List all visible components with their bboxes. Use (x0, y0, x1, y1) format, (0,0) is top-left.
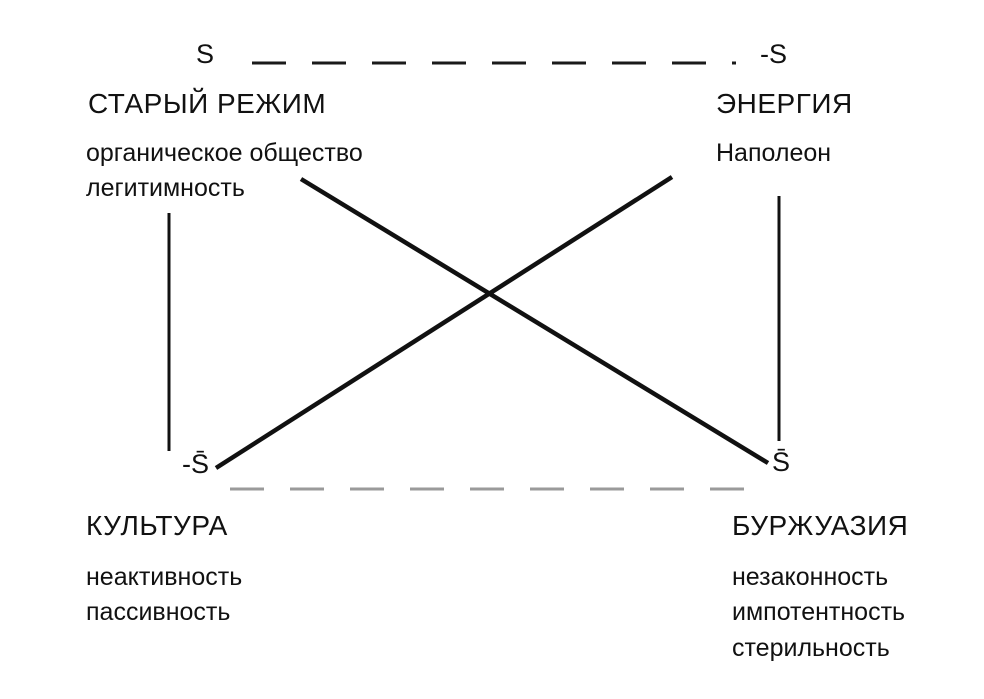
bottom-right-symbol: S̄ (772, 447, 791, 477)
bottom-left-symbol: -S̄ (182, 449, 209, 479)
top-left-desc-line: органическое общество (86, 139, 363, 167)
top-left-descriptions: органическое общество легитимность (86, 138, 363, 209)
bottom-left-title: КУЛЬТУРА (86, 510, 228, 541)
bottom-right-desc-line: импотентность (732, 598, 906, 627)
bottom-right-desc-line: стерильность (732, 633, 890, 662)
bottom-right-descriptions: незаконность импотентность стерильность (732, 562, 905, 668)
diagonal-line-topright-bottomleft (214, 175, 674, 470)
bottom-left-descriptions: неактивность пассивность (86, 562, 242, 633)
top-right-title: ЭНЕРГИЯ (716, 88, 853, 119)
top-right-symbol: -S (760, 39, 787, 69)
bottom-left-desc-line: пассивность (86, 598, 231, 627)
top-right-descriptions: Наполеон (716, 138, 831, 173)
top-left-title: СТАРЫЙ РЕЖИМ (88, 88, 327, 119)
bottom-right-desc-line: незаконность (732, 563, 889, 591)
bottom-left-desc-line: неактивность (86, 563, 243, 591)
top-left-symbol: S (196, 39, 215, 69)
top-left-desc-line: легитимность (86, 174, 245, 203)
diagonal-line-topleft-bottomright (299, 177, 770, 465)
bottom-right-title: БУРЖУАЗИЯ (732, 510, 909, 541)
top-right-desc-line: Наполеон (716, 139, 832, 167)
